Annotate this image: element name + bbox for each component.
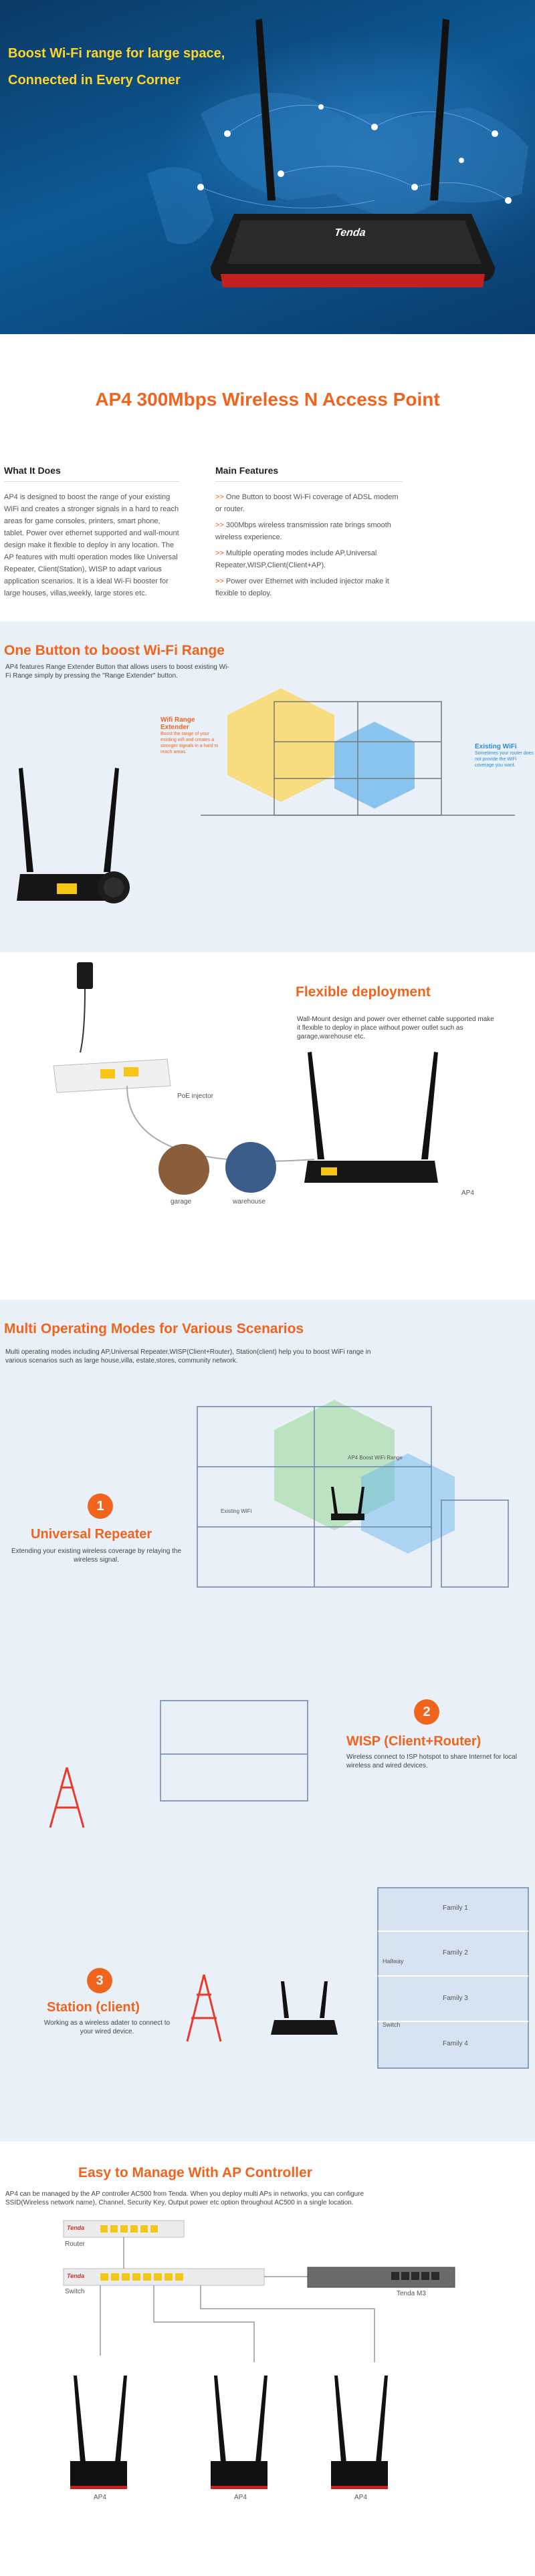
poe-injector-label: PoE injector (177, 1093, 213, 1100)
station-desc: Working as a wireless adater to connect … (43, 2019, 171, 2035)
flexible-title: Flexible deployment (296, 984, 431, 1000)
feature-text: Power over Ethernet with included inject… (215, 577, 389, 597)
existing-wifi-title: Existing WiFi (475, 743, 517, 750)
feature-text: 300Mbps wireless transmission rate bring… (215, 521, 391, 541)
repeater-boost-label: AP4 Boost WiFi Range (348, 1455, 403, 1461)
operating-modes-section: Multi Operating Modes for Various Scenar… (0, 1300, 535, 2142)
one-button-title: One Button to boost Wi-Fi Range (4, 643, 225, 658)
controller-desc: AP4 can be managed by the AP controller … (5, 2190, 364, 2206)
modes-title: Multi Operating Modes for Various Scenar… (4, 1321, 304, 1336)
product-title: AP4 300Mbps Wireless N Access Point (95, 389, 440, 410)
feature-item: >> One Button to boost Wi-Fi coverage of… (215, 493, 399, 513)
station-switch-label: Switch (383, 2021, 401, 2028)
what-it-does-column: What It Does AP4 is designed to boost th… (4, 465, 179, 599)
ap-label: AP4 (354, 2494, 367, 2501)
station-title: Station (client) (47, 2000, 140, 2015)
ap-controller-section: Easy to Manage With AP Controller AP4 ca… (0, 2142, 535, 2576)
ap-label: AP4 (94, 2494, 106, 2501)
hero-line-2: Connected in Every Corner (8, 73, 181, 88)
hero-line-1: Boost Wi-Fi range for large space, (8, 46, 225, 61)
mode-number-badge: 3 (87, 1968, 112, 1993)
what-it-does-body: AP4 is designed to boost the range of yo… (4, 493, 179, 597)
switch-brand: Tenda (67, 2273, 85, 2279)
repeater-desc: Extending your existing wireless coverag… (11, 1548, 182, 1564)
modes-illustration (49, 1400, 529, 2069)
family-label: Family 3 (443, 1995, 468, 2002)
repeater-title: Universal Repeater (31, 1527, 152, 1542)
warehouse-label: warehouse (233, 1198, 265, 1205)
one-button-desc: AP4 features Range Extender Button that … (5, 664, 229, 680)
controller-topology-diagram (63, 2220, 455, 2489)
mode-number-badge: 2 (414, 1699, 439, 1725)
main-features-column: Main Features >> One Button to boost Wi-… (215, 465, 403, 603)
hero-headline: Boost Wi-Fi range for large space, Connec… (8, 40, 225, 94)
ap-label: AP4 (461, 1189, 474, 1197)
flexible-desc: Wall-Mount design and power over etherne… (297, 1016, 494, 1040)
existing-wifi-desc: Sometimes your router does not provide t… (475, 751, 534, 768)
hero-banner: Boost Wi-Fi range for large space, Connec… (0, 0, 535, 334)
feature-item: >> 300Mbps wireless transmission rate br… (215, 521, 391, 541)
modes-desc: Multi operating modes including AP,Unive… (5, 1348, 371, 1365)
wisp-title: WISP (Client+Router) (346, 1734, 481, 1749)
repeater-existing-label: Existing WiFi (221, 1508, 252, 1514)
mode-number-badge: 1 (88, 1493, 113, 1519)
family-label: Family 1 (443, 1904, 468, 1912)
wisp-desc: Wireless connect to ISP hotspot to share… (346, 1753, 517, 1769)
main-features-heading: Main Features (215, 465, 403, 482)
wifi-range-desc: Boost the range of your existing wifi an… (160, 732, 219, 754)
world-map-graphic (147, 19, 535, 287)
one-button-section: One Button to boost Wi-Fi Range AP4 feat… (0, 621, 535, 952)
station-hallway-label: Hallway (383, 1958, 404, 1965)
controller-title: Easy to Manage With AP Controller (78, 2165, 312, 2180)
wifi-range-callout: Wifi Range Extender Boost the range of y… (160, 716, 221, 755)
existing-wifi-callout: Existing WiFi Sometimes your router does… (475, 743, 534, 768)
router-brand: Tenda (67, 2225, 85, 2231)
feature-text: Multiple operating modes include AP,Univ… (215, 549, 377, 569)
ap-label: AP4 (234, 2494, 247, 2501)
feature-item: >> Multiple operating modes include AP,U… (215, 549, 377, 569)
what-it-does-heading: What It Does (4, 465, 179, 482)
flexible-deployment-section: Flexible deployment Wall-Mount design an… (0, 952, 535, 1300)
range-extender-illustration (17, 688, 515, 903)
feature-text: One Button to boost Wi-Fi coverage of AD… (215, 493, 399, 513)
hero-brand-logo: Tenda (333, 227, 366, 239)
switch-label: Switch (65, 2288, 85, 2295)
controller-label: Tenda M3 (397, 2290, 426, 2297)
garage-label: garage (171, 1198, 192, 1205)
family-label: Family 4 (443, 2040, 468, 2047)
feature-item: >> Power over Ethernet with included inj… (215, 577, 389, 597)
wifi-range-title: Wifi Range Extender (160, 716, 195, 731)
poe-deployment-illustration (53, 962, 438, 1195)
family-label: Family 2 (443, 1949, 468, 1957)
router-label: Router (65, 2241, 86, 2248)
